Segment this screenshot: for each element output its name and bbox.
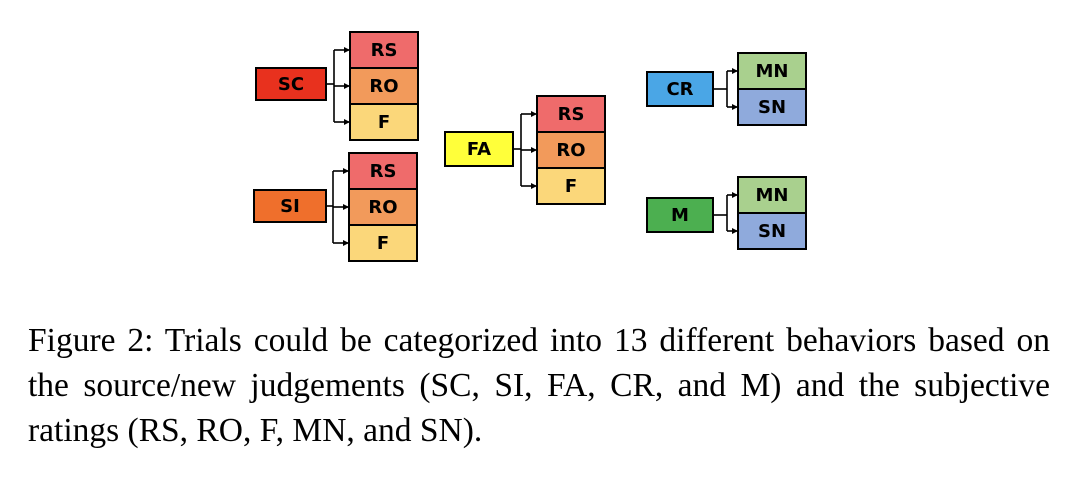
rating-box-fa-f-label: F <box>565 176 577 197</box>
rating-box-fa-rs-label: RS <box>558 104 585 125</box>
source-box-si-label: SI <box>280 196 300 217</box>
source-box-cr-label: CR <box>666 79 693 100</box>
rating-box-fa-f: F <box>536 167 606 205</box>
rating-box-sc-rs: RS <box>349 31 419 69</box>
rating-box-m-sn-rect <box>737 212 807 250</box>
rating-box-sc-f-label: F <box>378 112 390 133</box>
rating-box-fa-f-rect <box>536 167 606 205</box>
rating-box-m-mn-rect <box>737 176 807 214</box>
rating-box-fa-ro-label: RO <box>556 140 585 161</box>
source-box-cr: CR <box>646 71 714 107</box>
rating-box-si-ro: RO <box>348 188 418 226</box>
source-box-m: M <box>646 197 714 233</box>
rating-box-sc-ro-rect <box>349 67 419 105</box>
rating-box-sc-rs-label: RS <box>371 40 398 61</box>
source-box-fa-label: FA <box>467 139 491 160</box>
rating-box-si-rs-rect <box>348 152 418 190</box>
rating-box-cr-mn-rect <box>737 52 807 90</box>
rating-box-si-rs-label: RS <box>370 161 397 182</box>
behavior-tree-diagram: SC RS RO F SI RS RO F FA RS RO F CR MN SN M MN SN <box>253 31 807 262</box>
rating-box-sc-f-rect <box>349 103 419 141</box>
rating-box-fa-rs: RS <box>536 95 606 133</box>
rating-box-cr-mn-label: MN <box>756 61 789 82</box>
source-box-sc-rect <box>255 67 327 101</box>
source-box-fa-rect <box>444 131 514 167</box>
rating-box-si-ro-label: RO <box>368 197 397 218</box>
source-box-cr-rect <box>646 71 714 107</box>
rating-box-fa-ro-rect <box>536 131 606 169</box>
rating-box-si-f-rect <box>348 224 418 262</box>
rating-box-si-ro-rect <box>348 188 418 226</box>
rating-box-cr-mn: MN <box>737 52 807 90</box>
rating-box-sc-f: F <box>349 103 419 141</box>
source-box-m-label: M <box>671 205 689 226</box>
rating-box-sc-ro-label: RO <box>369 76 398 97</box>
figure-caption: Figure 2: Trials could be categorized in… <box>28 322 1050 449</box>
rating-box-sc-ro: RO <box>349 67 419 105</box>
source-box-si-rect <box>253 189 327 223</box>
rating-box-cr-sn-label: SN <box>758 97 786 118</box>
source-box-si: SI <box>253 189 327 223</box>
source-box-sc-label: SC <box>278 74 304 95</box>
rating-box-cr-sn: SN <box>737 88 807 126</box>
rating-box-m-sn-label: SN <box>758 221 786 242</box>
rating-box-si-f-label: F <box>377 233 389 254</box>
rating-box-m-mn: MN <box>737 176 807 214</box>
rating-box-cr-sn-rect <box>737 88 807 126</box>
rating-box-fa-ro: RO <box>536 131 606 169</box>
rating-box-m-mn-label: MN <box>756 185 789 206</box>
source-box-m-rect <box>646 197 714 233</box>
rating-box-si-rs: RS <box>348 152 418 190</box>
rating-box-m-sn: SN <box>737 212 807 250</box>
rating-box-si-f: F <box>348 224 418 262</box>
source-box-fa: FA <box>444 131 514 167</box>
source-box-sc: SC <box>255 67 327 101</box>
